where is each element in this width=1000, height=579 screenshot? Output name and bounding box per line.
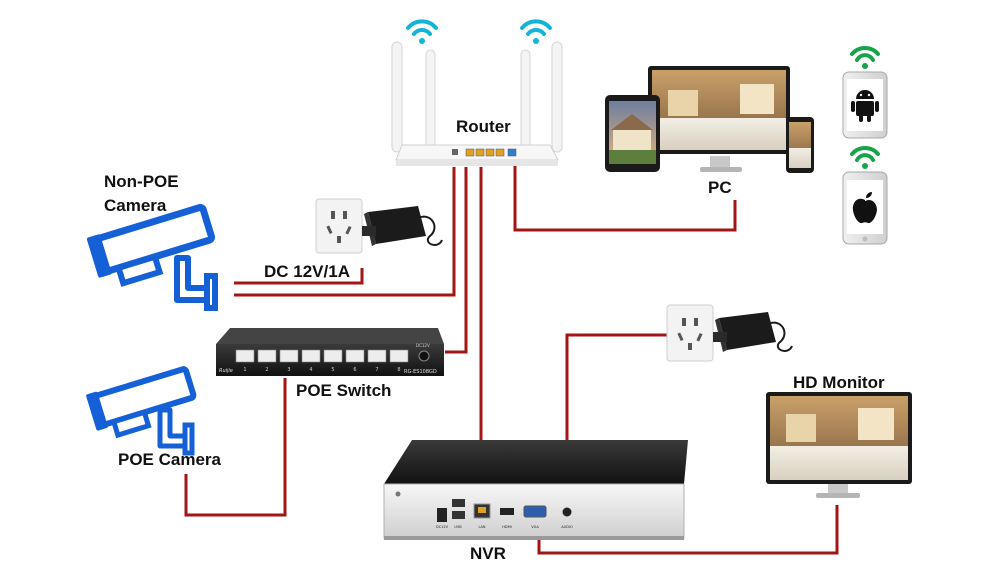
svg-text:8: 8 xyxy=(397,367,400,373)
pc-label: PC xyxy=(708,178,732,197)
nvr-port-tags: DC12V USB LAN HDMI VGA AUDIO xyxy=(436,525,573,529)
power-socket-icon xyxy=(315,198,363,254)
svg-text:HDMI: HDMI xyxy=(502,525,511,529)
poe-switch-label: POE Switch xyxy=(296,381,392,400)
cable-router-pc xyxy=(513,163,737,232)
svg-text:VGA: VGA xyxy=(531,525,539,529)
power-socket-icon xyxy=(666,304,714,362)
router-antenna xyxy=(391,41,403,153)
non-poe-camera-label-line1: Non-POE xyxy=(104,172,179,191)
smartphone xyxy=(786,117,814,173)
hd-monitor xyxy=(766,392,912,498)
pc-monitor xyxy=(648,66,790,172)
router-antenna xyxy=(520,49,531,151)
cable-router-poe-switch xyxy=(445,167,468,354)
nvr-dc-port xyxy=(437,508,447,522)
svg-text:5: 5 xyxy=(331,367,334,373)
router-antenna xyxy=(425,49,436,151)
wifi-icon xyxy=(406,19,438,44)
svg-text:3: 3 xyxy=(287,367,290,373)
svg-text:USB: USB xyxy=(454,525,462,529)
svg-text:4: 4 xyxy=(309,367,312,373)
router xyxy=(391,41,563,166)
pc-devices xyxy=(605,66,814,173)
poe-camera-label: POE Camera xyxy=(118,450,221,469)
apple-phone-icon xyxy=(842,146,888,245)
svg-text:AUDIO: AUDIO xyxy=(561,525,573,529)
non-poe-camera-label: Non-POE Camera xyxy=(104,170,179,218)
switch-port-numbers: 1 2 3 4 5 6 7 8 xyxy=(243,367,400,373)
router-antenna xyxy=(551,41,563,153)
svg-text:1: 1 xyxy=(243,367,246,373)
android-phone-icon xyxy=(842,46,888,139)
router-label: Router xyxy=(456,117,511,136)
switch-ports xyxy=(235,349,409,363)
cable-dc-power-camera xyxy=(234,268,364,285)
power-adapter-icon xyxy=(713,312,793,352)
svg-text:6: 6 xyxy=(353,367,356,373)
wifi-icon xyxy=(520,19,552,44)
cable-poe-switch-poe-camera xyxy=(184,378,287,517)
svg-text:7: 7 xyxy=(375,367,378,373)
nvr-usb-port xyxy=(452,511,465,519)
poe-switch: 1 2 3 4 5 6 7 8 DC12V Ruijie RG-ES108GD xyxy=(216,328,444,376)
switch-power-tag: DC12V xyxy=(416,343,430,348)
cable-router-nonpoe-camera xyxy=(234,167,456,297)
nvr-usb-port xyxy=(452,499,465,507)
router-ports xyxy=(452,148,517,157)
tablet xyxy=(605,95,660,172)
cctv-camera-icon xyxy=(86,203,218,311)
svg-text:2: 2 xyxy=(265,367,268,373)
cctv-camera-icon xyxy=(86,366,197,456)
power-adapter-icon xyxy=(362,206,443,246)
nvr-label: NVR xyxy=(470,544,506,563)
nvr-audio-port xyxy=(562,507,572,517)
non-poe-camera-label-line2: Camera xyxy=(104,196,167,215)
switch-brand: Ruijie xyxy=(219,368,233,374)
nvr: DC12V USB LAN HDMI VGA AUDIO xyxy=(383,440,688,540)
switch-model: RG-ES108GD xyxy=(404,369,437,375)
nvr-vga-port xyxy=(523,505,547,518)
svg-text:LAN: LAN xyxy=(478,525,485,529)
nvr-top xyxy=(384,440,688,484)
router-base xyxy=(396,160,558,166)
dc-power-label: DC 12V/1A xyxy=(264,262,350,281)
svg-text:DC12V: DC12V xyxy=(436,525,449,529)
hd-monitor-label: HD Monitor xyxy=(793,373,885,392)
cables xyxy=(184,163,839,555)
switch-power-port xyxy=(418,350,430,362)
nvr-hdmi-port xyxy=(500,508,514,515)
